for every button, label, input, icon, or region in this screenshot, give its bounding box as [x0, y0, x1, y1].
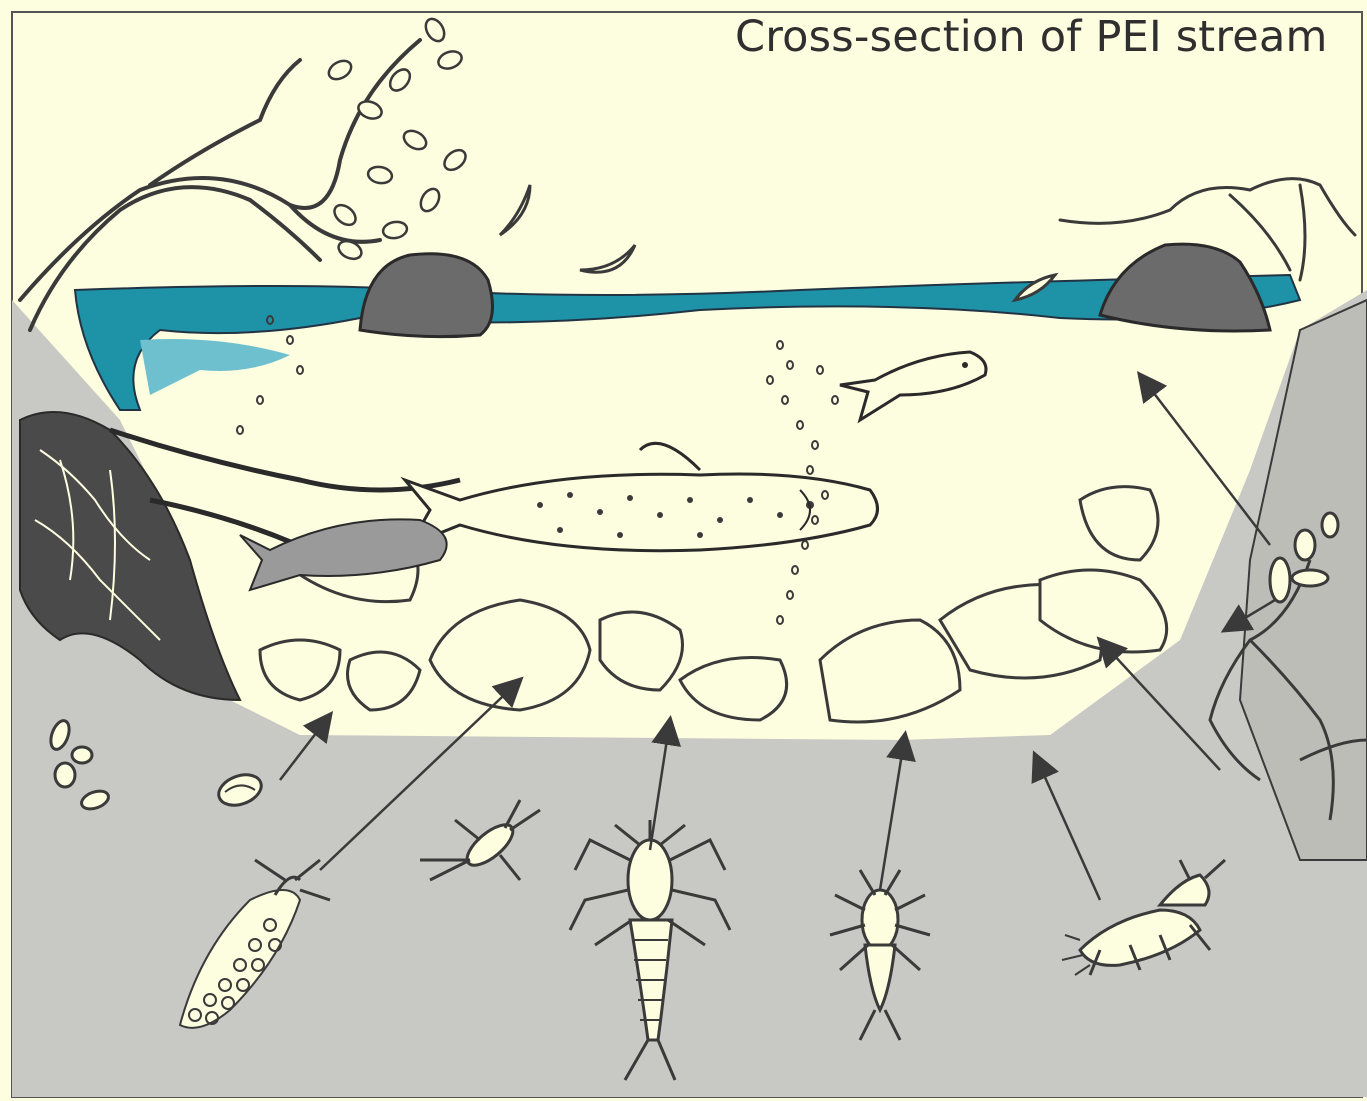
falling-leaves [500, 185, 1055, 300]
surface-rock-left [360, 254, 493, 337]
surface-rock-right [1100, 244, 1270, 331]
